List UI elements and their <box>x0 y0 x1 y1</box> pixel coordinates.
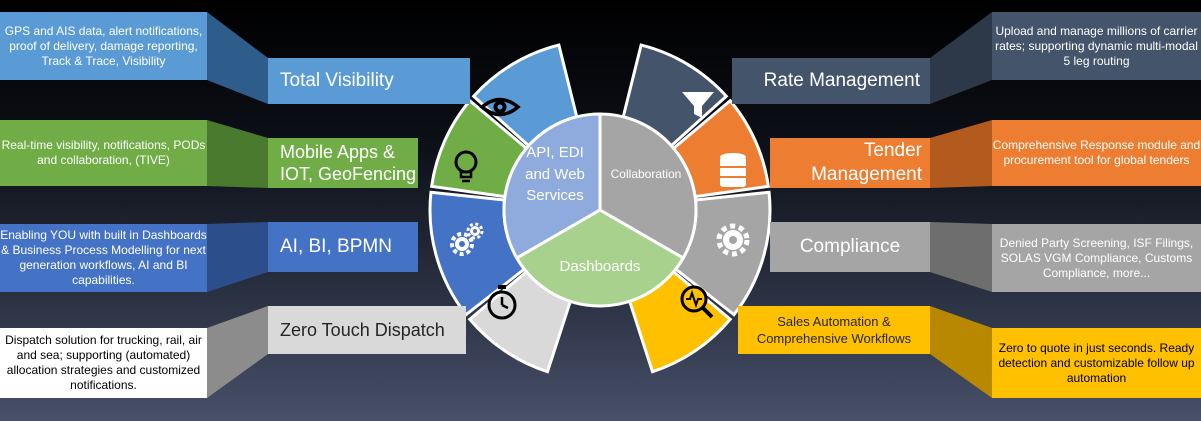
eye-icon <box>479 97 521 117</box>
title-total-visibility: Total Visibility <box>268 58 470 104</box>
dashboards-label: Dashboards <box>560 258 641 275</box>
desc-rate-management: Upload and manage millions of carrier ra… <box>992 12 1201 80</box>
magnifier-chart-icon <box>680 285 714 319</box>
segment-dashboards <box>514 208 686 308</box>
database-icon <box>720 153 746 187</box>
connector-zero-touch <box>207 306 268 398</box>
desc-mobile-apps: Real-time visibility, notifications, POD… <box>0 120 207 186</box>
desc-compliance: Denied Party Screening, ISF Filings, SOL… <box>992 224 1201 292</box>
connector-tender-management <box>930 120 992 188</box>
collaboration-label: Collaboration <box>611 167 682 181</box>
segment-collaboration <box>598 112 698 261</box>
connector-mobile-apps <box>207 120 268 188</box>
segment-api <box>502 112 602 261</box>
desc-tender-management: Comprehensive Response module and procur… <box>992 120 1201 186</box>
connector-sales-automation <box>930 306 992 398</box>
api-label-line1: API, EDI <box>526 144 584 161</box>
connector-ai-bi <box>207 222 268 292</box>
stopwatch-icon <box>487 285 517 320</box>
center-pie <box>502 112 698 308</box>
title-mobile-apps: Mobile Apps & IOT, GeoFencing <box>268 138 418 188</box>
desc-ai-bi: Enabling YOU with built in Dashboards & … <box>0 224 207 292</box>
desc-zero-touch: Dispatch solution for trucking, rail, ai… <box>0 328 207 398</box>
gears-icon <box>450 222 484 256</box>
api-label-line3: Services <box>526 187 584 204</box>
lightbulb-icon <box>454 150 478 183</box>
title-zero-touch: Zero Touch Dispatch <box>268 306 466 354</box>
title-rate-management: Rate Management <box>732 58 930 104</box>
connector-compliance <box>930 222 992 292</box>
funnel-icon <box>682 92 714 118</box>
title-tender-management: Tender Management <box>770 138 930 188</box>
desc-total-visibility: GPS and AIS data, alert notifications, p… <box>0 12 207 80</box>
api-label-line2: and Web <box>525 166 585 183</box>
title-sales-automation: Sales Automation & Comprehensive Workflo… <box>738 306 930 354</box>
connector-rate-management <box>930 12 992 104</box>
center-labels: API, EDI and Web Services Collaboration … <box>525 144 681 275</box>
desc-sales-automation: Zero to quote in just seconds. Ready det… <box>992 328 1201 398</box>
connector-total-visibility <box>207 12 268 104</box>
gear-icon <box>716 223 750 257</box>
title-compliance: Compliance <box>770 222 930 272</box>
title-ai-bi: AI, BI, BPMN <box>268 222 418 272</box>
